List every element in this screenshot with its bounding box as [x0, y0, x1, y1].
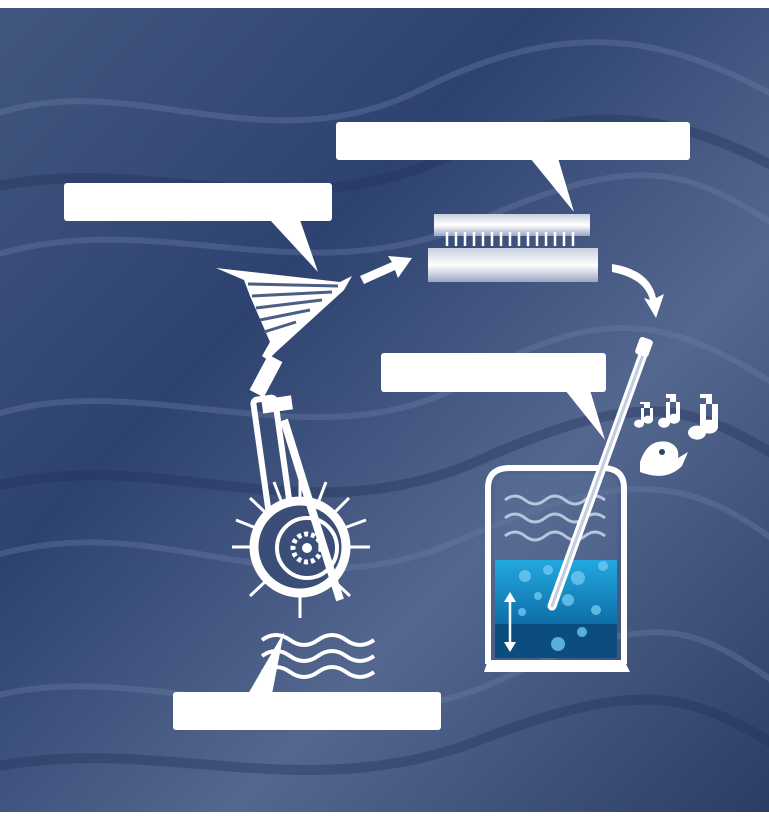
membrane-filter-icon — [428, 214, 598, 282]
label-box-right — [381, 353, 606, 392]
label-box-top-left — [64, 183, 332, 221]
label-box-top-center — [336, 122, 690, 160]
label-box-bottom — [173, 692, 441, 730]
